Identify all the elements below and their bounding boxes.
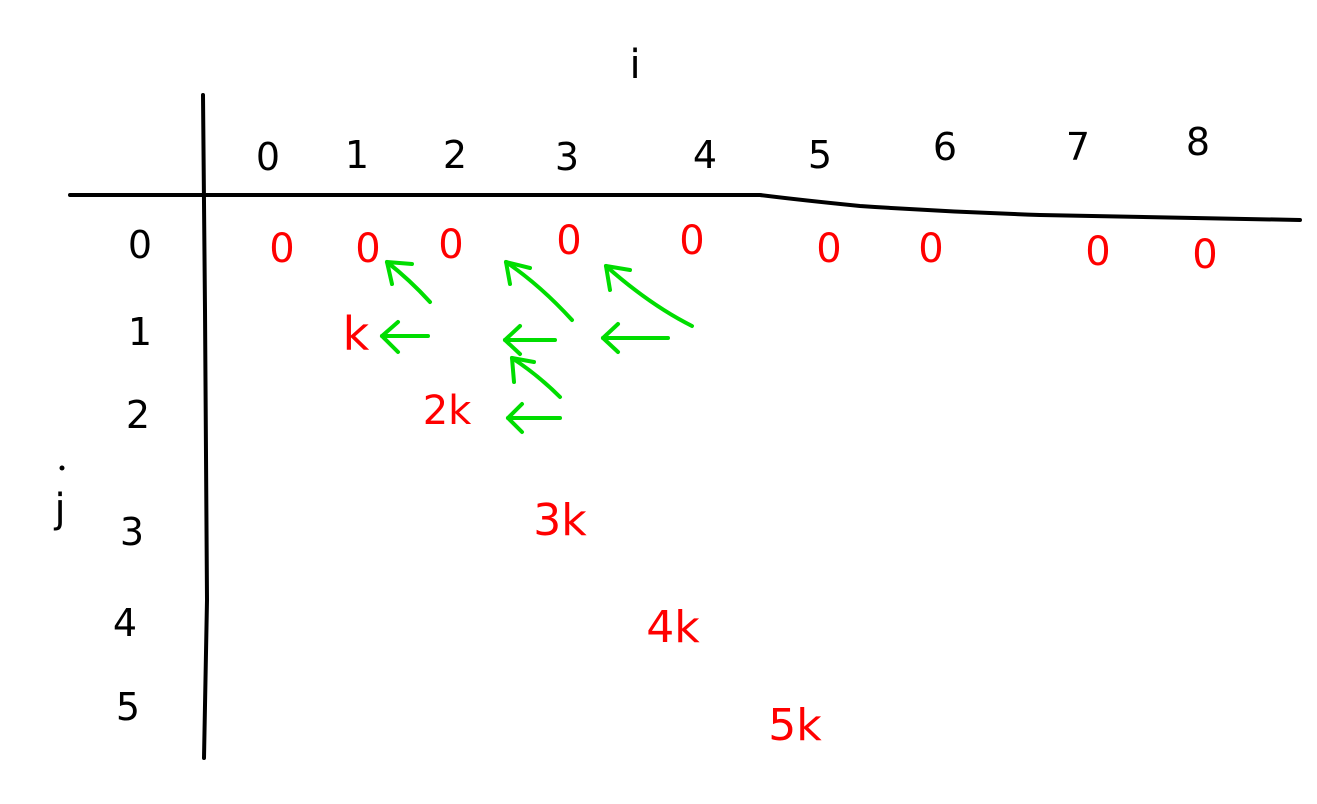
arrow-diagonal [510, 356, 562, 399]
column-indices: 0 1 2 3 4 5 6 7 8 [256, 120, 1210, 179]
column-index: 0 [256, 135, 280, 179]
cell-value: 0 [1192, 232, 1217, 278]
arrow-diagonal [604, 264, 694, 328]
arrow-diagonal [385, 260, 432, 304]
cell-value: 3k [533, 495, 587, 546]
column-index: 1 [345, 133, 369, 177]
cell-values: 0 0 0 0 0 0 0 0 0 k 2k 3k 4k 5k [269, 218, 1217, 751]
column-index: 6 [933, 125, 957, 169]
cell-value: 0 [679, 218, 704, 264]
cell-value: 4k [646, 602, 700, 653]
cell-value: 0 [355, 226, 380, 272]
row-index: 5 [116, 685, 140, 729]
column-index: 2 [443, 133, 467, 177]
column-index: 5 [808, 133, 832, 177]
cell-value: 2k [423, 388, 472, 434]
row-indices: 0 1 2 3 4 5 [113, 223, 152, 729]
arrow-left [506, 402, 562, 434]
arrow-left [503, 324, 557, 356]
column-header-divider [68, 193, 1302, 222]
arrow-left [380, 320, 430, 354]
row-index: 2 [126, 393, 150, 437]
row-header-divider [201, 93, 210, 760]
arrow-diagonal [504, 260, 574, 322]
i-axis-label: i [629, 42, 640, 88]
row-index: 4 [113, 601, 137, 645]
cell-value: k [343, 307, 370, 361]
column-index: 3 [555, 135, 579, 179]
cell-value: 0 [816, 226, 841, 272]
cell-value: 0 [269, 226, 294, 272]
cell-value: 0 [556, 218, 581, 264]
cell-value: 5k [768, 700, 822, 751]
column-index: 8 [1186, 120, 1210, 164]
cell-value: 0 [918, 226, 943, 272]
cell-value: 0 [438, 222, 463, 268]
column-index: 4 [693, 133, 717, 177]
arrow-left [601, 322, 670, 354]
row-index: 1 [128, 310, 152, 354]
j-dot [59, 465, 65, 471]
row-index: 0 [128, 223, 152, 267]
row-index: 3 [120, 510, 144, 554]
column-index: 7 [1066, 125, 1090, 169]
cell-value: 0 [1085, 229, 1110, 275]
dependency-arrows [380, 260, 694, 434]
j-axis-label: j [53, 486, 65, 532]
